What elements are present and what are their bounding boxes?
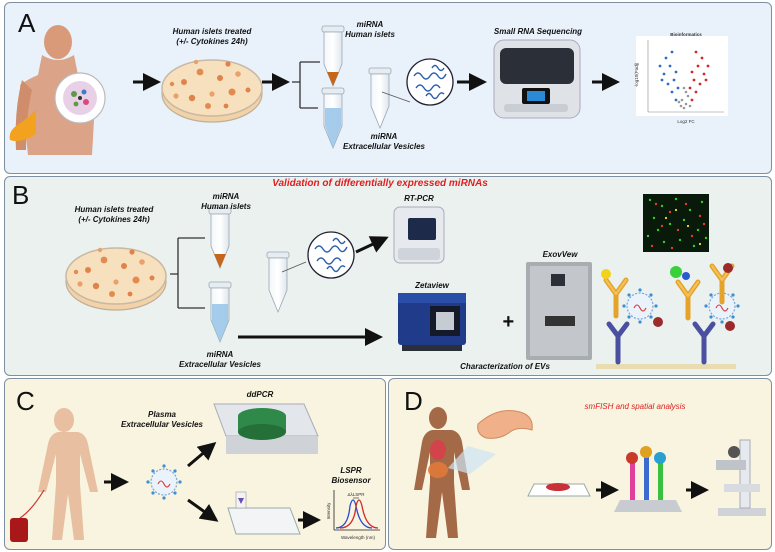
a-islets-label-line1: Human islets treated: [172, 27, 252, 36]
panel-b-art: [65, 194, 741, 369]
b-mirna-ev-line2: Extracellular Vesicles: [179, 360, 261, 369]
a-mirna-islets-label: miRNA Human islets: [340, 20, 410, 40]
human-torso-icon: [9, 25, 106, 155]
sequencer-icon: [493, 39, 581, 119]
a-sequencing-label: Small RNA Sequencing: [493, 27, 583, 36]
b-islets-label: Human islets treated (+/- Cytokines 24h): [62, 205, 166, 225]
exoview-instrument-icon: [526, 262, 592, 360]
b-mirna-ev-label: miRNA Extracellular Vesicles: [170, 350, 270, 370]
b-characterization-label: Characterization of EVs: [460, 362, 550, 371]
b-mirna-islets-line1: miRNA: [212, 192, 240, 201]
a-mirna-ev-line2: Extracellular Vesicles: [343, 142, 425, 151]
c-plasma-line1: Plasma: [147, 410, 177, 419]
b-zetaview-label: Zetaview: [415, 281, 449, 290]
antibody-capture-diagram: [596, 263, 741, 369]
panel-a-letter: A: [18, 8, 36, 38]
c-plasma-line2: Extracellular Vesicles: [121, 420, 203, 429]
d-title: smFISH and spatial analysis: [584, 402, 686, 411]
c-delta-lambda: ΔλLSPR: [347, 492, 365, 497]
panel-c-art: [10, 403, 380, 542]
panel-c-letter: C: [16, 386, 35, 416]
a-mirna-ev-line1: miRNA: [370, 132, 398, 141]
b-islets-label-line1: Human islets treated: [74, 205, 154, 214]
panel-d-art: [414, 407, 766, 538]
pancreas-icon: [477, 410, 533, 439]
a-mirna-islets-line1: miRNA: [356, 20, 384, 29]
c-ddpcr-label: ddPCR: [246, 390, 274, 399]
b-islets-label-line2: (+/- Cytokines 24h): [78, 215, 150, 224]
a-mirna-ev-label: miRNA Extracellular Vesicles: [334, 132, 434, 152]
ddpcr-instrument-icon: [213, 403, 319, 454]
microscope-icon: [716, 439, 766, 516]
c-lspr-line1: LSPR: [340, 466, 362, 475]
zetaview-instrument-icon: [398, 293, 466, 351]
a-islets-label-line2: (+/- Cytokines 24h): [176, 37, 248, 46]
c-lspr-line2: Biosensor: [331, 476, 371, 485]
a-volcano-xlabel: Log2 FC: [677, 119, 695, 124]
a-mirna-islets-line2: Human islets: [345, 30, 395, 39]
fluorescence-image: [643, 194, 709, 252]
a-volcano-ylabel: -log10(Padj): [634, 62, 639, 88]
rtpcr-machine-icon: [393, 206, 445, 264]
c-intensity-label: Intensity: [326, 502, 331, 520]
tissue-slide-icon: [527, 483, 591, 497]
c-wavelength-label: Wavelength (nm): [340, 535, 376, 540]
b-rtpcr-label: RT-PCR: [404, 194, 434, 203]
patient-anatomy-icon: [414, 407, 470, 538]
patient-icon: [38, 408, 98, 540]
b-mirna-islets-label: miRNA Human islets: [196, 192, 256, 212]
a-islets-label: Human islets treated (+/- Cytokines 24h): [160, 27, 264, 47]
c-lspr-label: LSPR Biosensor: [326, 466, 376, 486]
volcano-plot: [636, 36, 728, 116]
b-exoview-label: ExovVew: [542, 250, 578, 259]
lspr-spectrum-plot: [333, 490, 380, 531]
c-plasma-label: Plasma Extracellular Vesicles: [112, 410, 212, 430]
b-mirna-ev-line1: miRNA: [206, 350, 234, 359]
b-title: Validation of differentially expressed m…: [272, 178, 488, 189]
panel-b-letter: B: [12, 180, 30, 210]
smfish-probes-icon: [614, 446, 682, 512]
panel-d-letter: D: [404, 386, 423, 416]
a-bioinformatics-label: Bioinformatics: [670, 32, 702, 37]
biosensor-plate-icon: [227, 491, 301, 535]
b-plus-sign: +: [502, 311, 514, 333]
panel-a-art: [9, 25, 728, 155]
b-mirna-islets-line2: Human islets: [201, 202, 251, 211]
